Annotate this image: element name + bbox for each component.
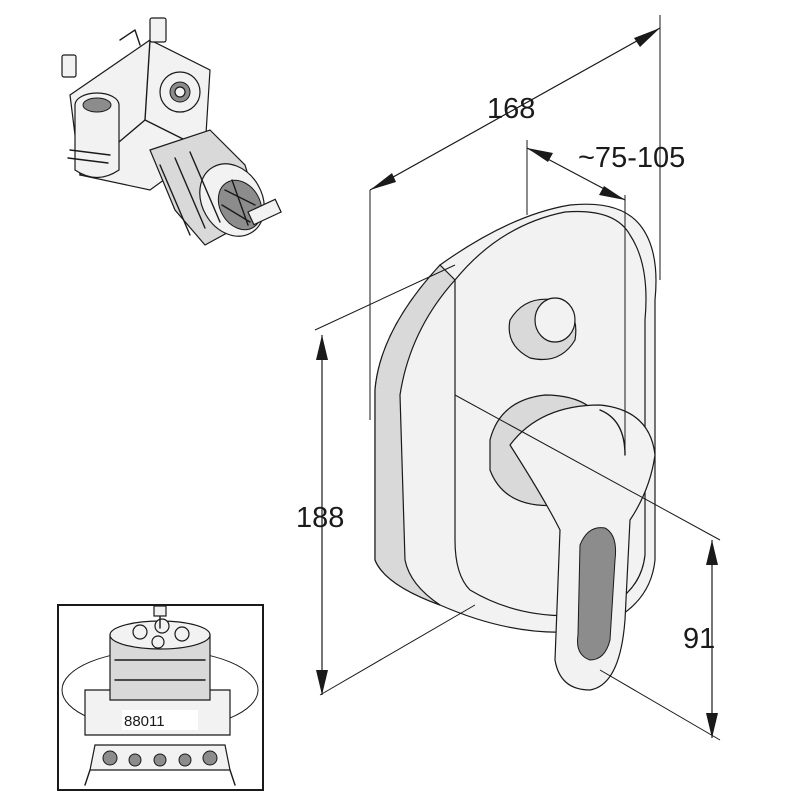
dimension-depth-label: ~75-105 <box>578 142 685 174</box>
part-inset: 88011 <box>57 604 264 791</box>
dimension-lines <box>314 15 721 741</box>
dimension-height-label: 188 <box>296 502 344 534</box>
dimension-lever-offset-label: 91 <box>683 623 715 655</box>
rough-in-valve-body <box>61 17 282 246</box>
inset-part-number: 88011 <box>124 713 165 730</box>
dimension-width-label: 168 <box>487 93 535 125</box>
trim-plate-assembly <box>374 203 657 691</box>
diverter-knob <box>508 297 577 361</box>
lever-handle <box>509 404 656 691</box>
